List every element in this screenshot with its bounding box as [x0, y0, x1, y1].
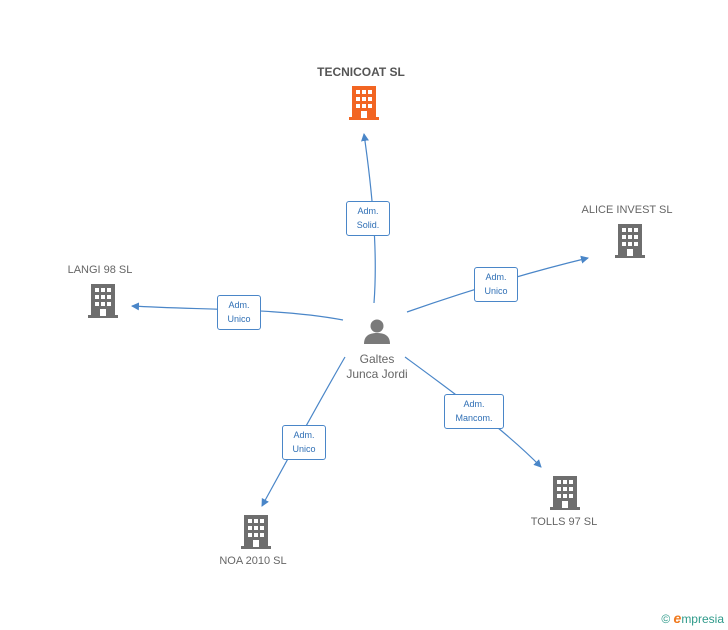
company-label-langi[interactable]: LANGI 98 SL	[67, 264, 133, 276]
brand-name: mpresia	[681, 612, 724, 626]
person-name-line1: Galtes	[359, 352, 395, 366]
role-line1: Adm.	[293, 430, 315, 440]
company-label-tecnicoat[interactable]: TECNICOAT SL	[317, 65, 405, 79]
person-icon	[364, 319, 390, 344]
building-icon[interactable]	[615, 224, 645, 258]
role-badge-alice: Adm. Unico	[474, 267, 518, 302]
copyright-icon: ©	[661, 612, 671, 626]
role-line2: Unico	[227, 314, 251, 324]
role-line1: Adm.	[463, 399, 485, 409]
role-badge-tecnicoat: Adm. Solid.	[346, 201, 390, 236]
role-line1: Adm.	[357, 206, 379, 216]
role-badge-noa: Adm. Unico	[282, 425, 326, 460]
brand-footer[interactable]: © empresia	[661, 610, 724, 626]
company-label-tolls[interactable]: TOLLS 97 SL	[530, 516, 598, 528]
person-name[interactable]: Galtes Junca Jordi	[332, 352, 422, 382]
building-icon[interactable]	[88, 284, 118, 318]
role-badge-langi: Adm. Unico	[217, 295, 261, 330]
building-icon[interactable]	[241, 515, 271, 549]
role-line2: Unico	[484, 286, 508, 296]
building-icon[interactable]	[349, 86, 379, 120]
role-line2: Unico	[292, 444, 316, 454]
role-line2: Mancom.	[455, 413, 493, 423]
company-label-alice[interactable]: ALICE INVEST SL	[581, 204, 673, 216]
person-name-line2: Junca Jordi	[346, 367, 408, 381]
building-icon[interactable]	[550, 476, 580, 510]
role-badge-tolls: Adm. Mancom.	[444, 394, 504, 429]
role-line1: Adm.	[228, 300, 250, 310]
role-line1: Adm.	[485, 272, 507, 282]
brand-initial: e	[673, 610, 682, 626]
role-line2: Solid.	[356, 220, 380, 230]
company-label-noa[interactable]: NOA 2010 SL	[219, 555, 287, 567]
